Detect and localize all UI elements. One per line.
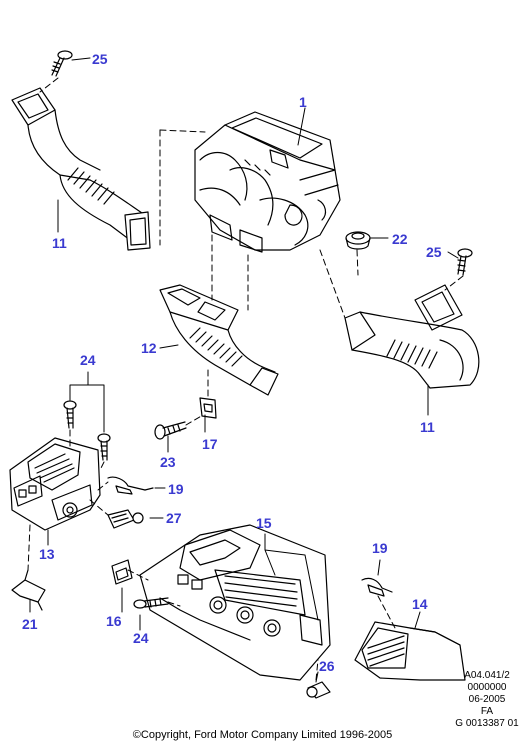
- air-duct-part-11-right[interactable]: [344, 284, 480, 389]
- reference-line-2: 0000000: [467, 682, 507, 693]
- reference-block: A04.041/2 0000000 06-2005 FA G 0013387 0…: [452, 670, 522, 730]
- center-vent-panel-part-15[interactable]: [139, 524, 331, 681]
- screw-part-25-left[interactable]: [51, 50, 73, 77]
- clip-part-17[interactable]: [199, 397, 217, 419]
- callout-25-right[interactable]: 25: [426, 244, 442, 260]
- callout-16[interactable]: 16: [106, 613, 122, 629]
- callout-14[interactable]: 14: [412, 596, 428, 612]
- heater-housing-part-1[interactable]: [194, 111, 341, 253]
- callout-26[interactable]: 26: [319, 658, 335, 674]
- connector-part-27[interactable]: [107, 509, 144, 529]
- screw-part-25-right[interactable]: [457, 248, 473, 276]
- clip-part-26[interactable]: [306, 681, 331, 699]
- reference-line-3: 06-2005: [468, 694, 506, 705]
- vent-part-14[interactable]: [354, 621, 466, 681]
- leader-lines: [29, 57, 459, 683]
- sensor-part-19-left[interactable]: [107, 476, 154, 495]
- bracket-part-21[interactable]: [11, 569, 46, 611]
- screw-part-24-upper-left[interactable]: [63, 400, 77, 429]
- reference-line-5: G 0013387 01: [455, 718, 519, 729]
- callout-19-right[interactable]: 19: [372, 540, 388, 556]
- callout-13[interactable]: 13: [39, 546, 55, 562]
- callout-24-lower[interactable]: 24: [133, 630, 149, 646]
- callout-15[interactable]: 15: [256, 515, 272, 531]
- assembly-lines: [27, 77, 464, 681]
- callout-11-left[interactable]: 11: [52, 235, 67, 251]
- clip-part-16[interactable]: [111, 559, 133, 585]
- copyright-notice: ©Copyright, Ford Motor Company Limited 1…: [132, 729, 393, 741]
- sensor-part-19-right[interactable]: [361, 577, 393, 597]
- callout-27[interactable]: 27: [166, 510, 182, 526]
- air-duct-part-11-left[interactable]: [11, 87, 151, 251]
- callout-17[interactable]: 17: [202, 436, 218, 452]
- screw-part-23[interactable]: [154, 421, 187, 440]
- callout-23[interactable]: 23: [160, 454, 176, 470]
- callout-25-top[interactable]: 25: [92, 51, 108, 67]
- callout-19-left[interactable]: 19: [168, 481, 184, 497]
- callout-11-right[interactable]: 11: [420, 419, 435, 435]
- reference-line-4: FA: [480, 706, 494, 717]
- callout-1[interactable]: 1: [299, 94, 307, 110]
- callout-21[interactable]: 21: [22, 616, 38, 632]
- reference-line-1: A04.041/2: [464, 670, 510, 681]
- callout-24-top[interactable]: 24: [80, 352, 96, 368]
- grommet-part-22[interactable]: [345, 231, 371, 250]
- callout-12[interactable]: 12: [141, 340, 157, 356]
- air-duct-part-12[interactable]: [159, 284, 279, 396]
- vent-panel-part-13[interactable]: [9, 437, 101, 531]
- screw-part-24-lower[interactable]: [133, 597, 169, 609]
- callout-22[interactable]: 22: [392, 231, 408, 247]
- screw-part-24-upper-right[interactable]: [97, 433, 111, 461]
